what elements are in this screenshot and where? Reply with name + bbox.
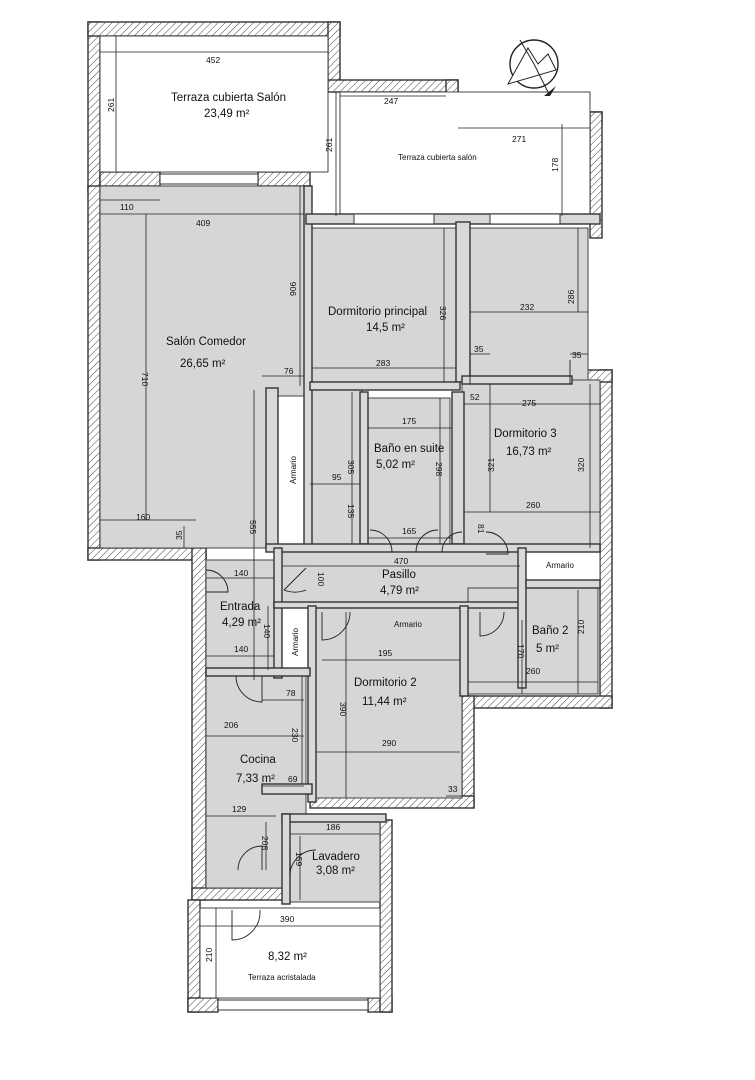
dormitorio2-name: Dormitorio 2 <box>354 677 417 689</box>
dim-129: 129 <box>232 804 246 814</box>
dim-261b: 261 <box>324 138 334 152</box>
armario-entrada-label: Armario <box>291 627 300 656</box>
dim-110: 110 <box>120 202 134 212</box>
dormitorio-principal-area-label: 14,5 m² <box>366 322 405 334</box>
dim-81: 81 <box>476 524 486 534</box>
dim-283: 283 <box>376 358 390 368</box>
interior-walls <box>205 185 601 905</box>
pasillo-area-label: 4,79 m² <box>380 585 419 597</box>
dim-170: 170 <box>516 644 526 658</box>
dim-555: 555 <box>248 520 258 534</box>
dim-175: 175 <box>402 416 416 426</box>
dim-305: 305 <box>346 460 356 474</box>
bano2-area-label: 5 m² <box>536 643 559 655</box>
armario-salon-label: Armario <box>289 455 298 484</box>
dim-906: 906 <box>288 282 298 296</box>
dim-95: 95 <box>332 472 342 482</box>
dim-230: 230 <box>290 728 300 742</box>
pasillo-name: Pasillo <box>382 569 416 581</box>
dim-210b: 210 <box>204 948 214 962</box>
dim-247: 247 <box>384 96 398 106</box>
dim-470: 470 <box>394 556 408 566</box>
dim-78: 78 <box>286 688 296 698</box>
dim-275: 275 <box>522 398 536 408</box>
dim-298: 298 <box>434 462 444 476</box>
terraza-salon-name: Terraza cubierta Salón <box>171 92 286 104</box>
room-labels: Terraza cubierta Salón 23,49 m² Terraza … <box>166 92 575 982</box>
dormitorio2-area <box>315 605 463 799</box>
dim-52: 52 <box>470 392 480 402</box>
dim-390b: 390 <box>280 914 294 924</box>
dim-135: 135 <box>346 504 356 518</box>
dim-33: 33 <box>448 784 458 794</box>
dim-286: 286 <box>566 290 576 304</box>
dormitorio3-area-label: 16,73 m² <box>506 446 552 458</box>
dim-326: 326 <box>438 306 448 320</box>
dim-178: 178 <box>550 158 560 172</box>
cocina-name: Cocina <box>240 754 276 766</box>
terraza-acristalada-area-label: 8,32 m² <box>268 951 307 963</box>
dim-160: 160 <box>136 512 150 522</box>
dimension-lines <box>100 36 600 998</box>
dim-140b: 140 <box>262 624 272 638</box>
dim-452: 452 <box>206 55 220 65</box>
dormitorio-principal-area <box>311 227 459 389</box>
dim-140a: 140 <box>234 568 248 578</box>
salon-area-label: 26,65 m² <box>180 358 226 370</box>
terraza-acristalada-area <box>199 907 381 999</box>
cocina-area-label: 7,33 m² <box>236 773 275 785</box>
dim-290: 290 <box>382 738 396 748</box>
dim-710: 710 <box>140 372 150 386</box>
bano-suite-name: Baño en suite <box>374 443 444 455</box>
dim-195: 195 <box>378 648 392 658</box>
dim-271: 271 <box>512 134 526 144</box>
dim-35b: 35 <box>474 344 484 354</box>
doors <box>205 360 571 941</box>
entrada-area-label: 4,29 m² <box>222 617 261 629</box>
dim-159: 159 <box>294 852 304 866</box>
lavadero-area-label: 3,08 m² <box>316 865 355 877</box>
dim-35c: 35 <box>572 350 582 360</box>
bano-suite-area-label: 5,02 m² <box>376 459 415 471</box>
dim-261a: 261 <box>106 98 116 112</box>
dim-140c: 140 <box>234 644 248 654</box>
dim-165: 165 <box>402 526 416 536</box>
dormitorio-principal-name: Dormitorio principal <box>328 306 427 318</box>
dim-186: 186 <box>326 822 340 832</box>
dim-260a: 260 <box>526 500 540 510</box>
dormitorio3-name: Dormitorio 3 <box>494 428 557 440</box>
armario-salon-area <box>277 395 309 545</box>
dim-321: 321 <box>486 458 496 472</box>
dim-208: 208 <box>260 836 270 850</box>
dim-100: 100 <box>316 572 326 586</box>
dim-210a: 210 <box>576 620 586 634</box>
dim-69: 69 <box>288 774 298 784</box>
terraza-salon2-name: Terraza cubierta salón <box>398 153 477 162</box>
armario-dorm3-label: Armario <box>546 561 575 570</box>
dim-232: 232 <box>520 302 534 312</box>
dim-260b: 260 <box>526 666 540 676</box>
salon-name: Salón Comedor <box>166 336 246 348</box>
bano2-name: Baño 2 <box>532 625 568 637</box>
dim-390a: 390 <box>338 702 348 716</box>
dormitorio3-area <box>469 227 589 381</box>
lavadero-name: Lavadero <box>312 851 360 863</box>
dim-76: 76 <box>284 366 294 376</box>
dim-320: 320 <box>576 458 586 472</box>
terraza-acristalada-name: Terraza acristalada <box>248 973 316 982</box>
entrada-name: Entrada <box>220 601 261 613</box>
exterior-walls <box>87 21 613 1013</box>
bano-suite-area <box>365 397 451 547</box>
armario-entrada-area <box>279 605 311 671</box>
north-arrow-icon <box>506 39 559 96</box>
dim-409: 409 <box>196 218 210 228</box>
armario-pasillo-label: Armario <box>394 620 423 629</box>
dim-206: 206 <box>224 720 238 730</box>
terrace-salon-area <box>99 35 329 173</box>
dormitorio2-area-label: 11,44 m² <box>362 696 407 708</box>
dimension-labels: 452 261 247 261 271 178 110 409 906 710 … <box>106 55 586 962</box>
terraza-salon-area-label: 23,49 m² <box>204 108 250 120</box>
dim-35a: 35 <box>174 530 184 540</box>
